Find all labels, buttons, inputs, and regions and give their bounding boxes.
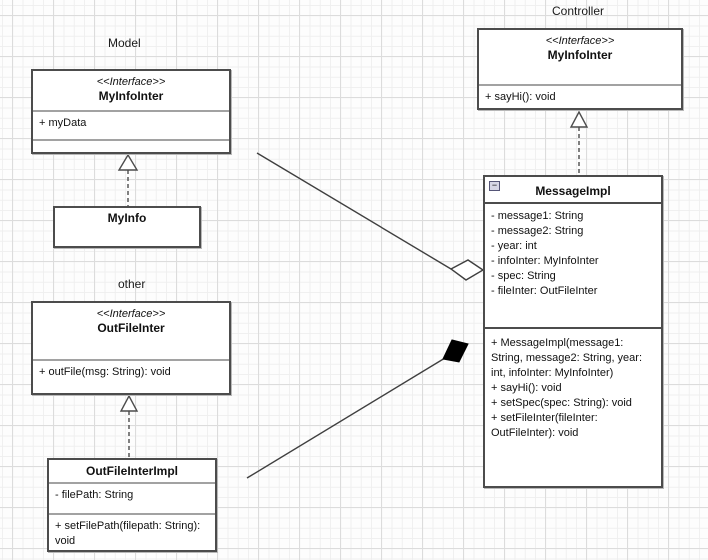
stereotype-label: <<Interface>> <box>96 76 166 88</box>
stereotype-label: <<Interface>> <box>545 35 615 47</box>
package-label-model[interactable]: Model <box>108 36 141 50</box>
class-box-myinfointer-controller[interactable]: <<Interface>> MyInfoInter + sayHi(): voi… <box>477 28 683 110</box>
method-item: + MessageImpl(message1: String, message2… <box>491 337 643 379</box>
attributes-section: - filePath: String <box>49 482 215 513</box>
realization-connector-messageimpl[interactable] <box>569 110 589 175</box>
method-item: + sayHi(): void <box>485 91 556 103</box>
method-item: + setFileInter(fileInter: OutFileInter):… <box>491 412 598 439</box>
class-box-outfileinter[interactable]: <<Interface>> OutFileInter + outFile(msg… <box>31 301 231 395</box>
stereotype-label: <<Interface>> <box>96 308 166 320</box>
package-label-controller[interactable]: Controller <box>552 4 605 18</box>
attribute-item: - infoInter: MyInfoInter <box>491 255 599 267</box>
empty-section <box>55 230 199 246</box>
class-name: MyInfoInter <box>98 89 164 103</box>
attributes-section: - message1: String - message2: String - … <box>485 202 661 327</box>
realization-connector-outfileinterimpl[interactable] <box>119 394 139 458</box>
class-box-myinfointer-model[interactable]: <<Interface>> MyInfoInter + myData <box>31 69 231 154</box>
hollow-triangle-arrowhead <box>119 394 139 412</box>
realization-connector-myinfo[interactable] <box>117 153 139 206</box>
attribute-item: + myData <box>39 117 87 129</box>
class-box-myinfo[interactable]: MyInfo <box>53 206 201 248</box>
composition-connector[interactable] <box>246 339 469 479</box>
attributes-section: + myData <box>33 110 229 139</box>
attribute-item: - message2: String <box>491 225 584 237</box>
package-label-other[interactable]: other <box>118 277 146 291</box>
class-header: <<Interface>> MyInfoInter <box>479 30 681 84</box>
aggregation-connector[interactable] <box>256 152 485 281</box>
methods-section: + MessageImpl(message1: String, message2… <box>485 327 661 486</box>
methods-section: + sayHi(): void <box>479 84 681 108</box>
method-item: + setFilePath(filepath: String): void <box>55 520 201 547</box>
method-item: + sayHi(): void <box>491 382 562 394</box>
attribute-item: - fileInter: OutFileInter <box>491 285 598 297</box>
hollow-triangle-arrowhead <box>117 153 139 171</box>
collapse-icon[interactable]: − <box>489 181 500 191</box>
attribute-item: - message1: String <box>491 210 584 222</box>
attribute-item: - spec: String <box>491 270 556 282</box>
methods-section: + setFilePath(filepath: String): void <box>49 513 215 550</box>
attribute-item: - filePath: String <box>55 489 134 501</box>
class-name: OutFileInter <box>97 321 165 335</box>
method-item: + outFile(msg: String): void <box>39 366 171 378</box>
class-box-outfileinterimpl[interactable]: OutFileInterImpl - filePath: String + se… <box>47 458 217 552</box>
filled-diamond-arrowhead <box>442 339 469 363</box>
attribute-item: - year: int <box>491 240 537 252</box>
class-name: MessageImpl <box>535 184 611 198</box>
methods-section: + outFile(msg: String): void <box>33 359 229 393</box>
method-item: + setSpec(spec: String): void <box>491 397 632 409</box>
methods-section <box>33 139 229 152</box>
hollow-diamond-arrowhead <box>449 259 485 281</box>
class-header: OutFileInterImpl <box>49 460 215 482</box>
class-header: MyInfo <box>55 208 199 230</box>
class-name: OutFileInterImpl <box>85 463 178 478</box>
class-header: − MessageImpl <box>485 177 661 202</box>
class-name: MyInfoInter <box>547 48 613 62</box>
class-box-messageimpl[interactable]: − MessageImpl - message1: String - messa… <box>483 175 663 488</box>
class-header: <<Interface>> OutFileInter <box>33 303 229 359</box>
hollow-triangle-arrowhead <box>569 110 589 128</box>
class-header: <<Interface>> MyInfoInter <box>33 71 229 110</box>
class-name: MyInfo <box>107 211 147 225</box>
